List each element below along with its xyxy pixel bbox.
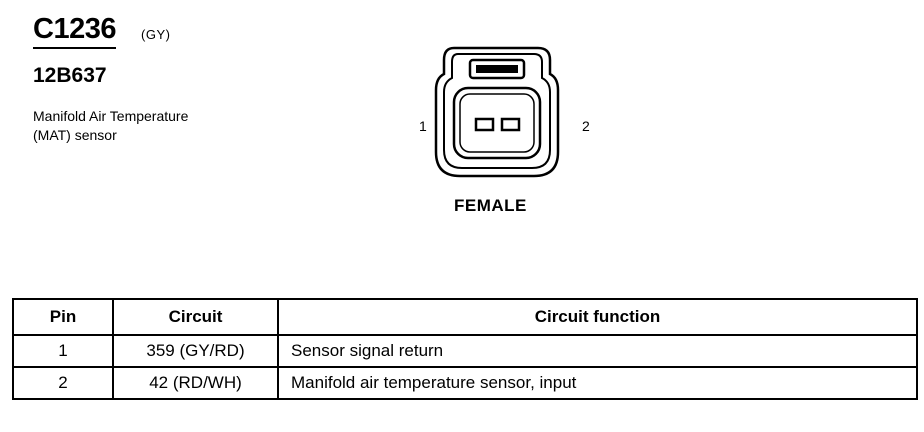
- connector-gender: FEMALE: [454, 196, 527, 215]
- table-row: 2 42 (RD/WH) Manifold air temperature se…: [12, 366, 918, 400]
- circuit-function-cell: Manifold air temperature sensor, input: [277, 366, 918, 400]
- terminal-2: [500, 117, 521, 132]
- terminal-cavity-inner: [459, 93, 535, 153]
- pin-cell: 2: [12, 366, 114, 400]
- pin-cell: 1: [12, 334, 114, 368]
- connector-code: C1236: [33, 12, 116, 49]
- pin-2-label: 2: [582, 118, 590, 134]
- column-header-circuit: Circuit: [112, 298, 279, 336]
- circuit-cell: 42 (RD/WH): [112, 366, 279, 400]
- column-header-circuit-function: Circuit function: [277, 298, 918, 336]
- connector-face-diagram: [434, 46, 560, 178]
- circuit-function-cell: Sensor signal return: [277, 334, 918, 368]
- table-row: 1 359 (GY/RD) Sensor signal return: [12, 334, 918, 368]
- component-description: Manifold Air Temperature (MAT) sensor: [33, 107, 253, 145]
- connector-outer-shell: [434, 46, 560, 178]
- pin-table-header-row: Pin Circuit Circuit function: [12, 298, 918, 336]
- color-code: (GY): [141, 27, 171, 42]
- terminal-1: [474, 117, 495, 132]
- connector-latch-inner: [476, 65, 518, 73]
- description-line-1: Manifold Air Temperature: [33, 108, 189, 124]
- connector-latch: [468, 58, 526, 80]
- terminal-cavity: [452, 86, 542, 160]
- circuit-cell: 359 (GY/RD): [112, 334, 279, 368]
- part-number: 12B637: [33, 64, 107, 87]
- connector-inner-shell: [443, 53, 551, 169]
- description-line-2: (MAT) sensor: [33, 127, 117, 143]
- pin-1-label: 1: [419, 118, 427, 134]
- column-header-pin: Pin: [12, 298, 114, 336]
- pin-table: Pin Circuit Circuit function 1 359 (GY/R…: [12, 298, 918, 400]
